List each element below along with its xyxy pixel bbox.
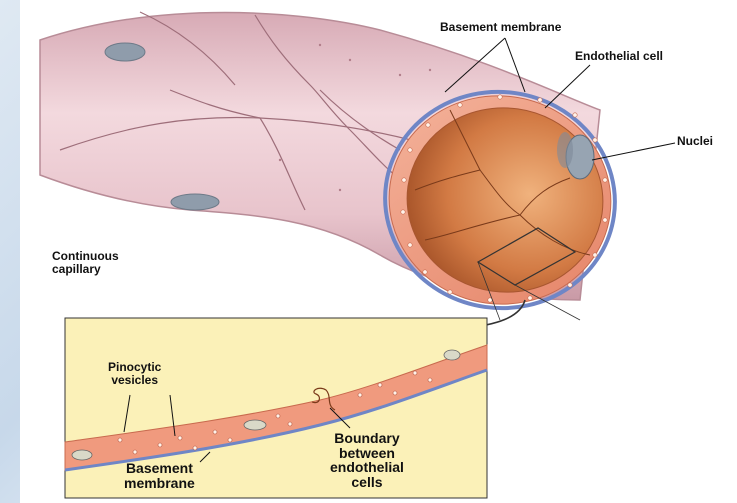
capillary-illustration xyxy=(20,0,737,503)
tube-nucleus-2 xyxy=(171,194,219,210)
label-pinocytic-vesicles: Pinocytic vesicles xyxy=(108,361,161,386)
label-endothelial-cell: Endothelial cell xyxy=(575,50,663,63)
label-continuous-capillary: Continuous capillary xyxy=(52,250,119,275)
label-boundary-endothelial-cells: Boundary between endothelial cells xyxy=(330,431,404,490)
label-nuclei: Nuclei xyxy=(677,135,713,148)
label-basement-membrane-inset: Basement membrane xyxy=(124,461,195,490)
wall-nucleus-shadow xyxy=(557,132,573,168)
capillary-figure: Basement membrane Endothelial cell Nucle… xyxy=(20,0,737,503)
tube-nucleus-1 xyxy=(105,43,145,61)
label-basement-membrane: Basement membrane xyxy=(440,21,561,34)
